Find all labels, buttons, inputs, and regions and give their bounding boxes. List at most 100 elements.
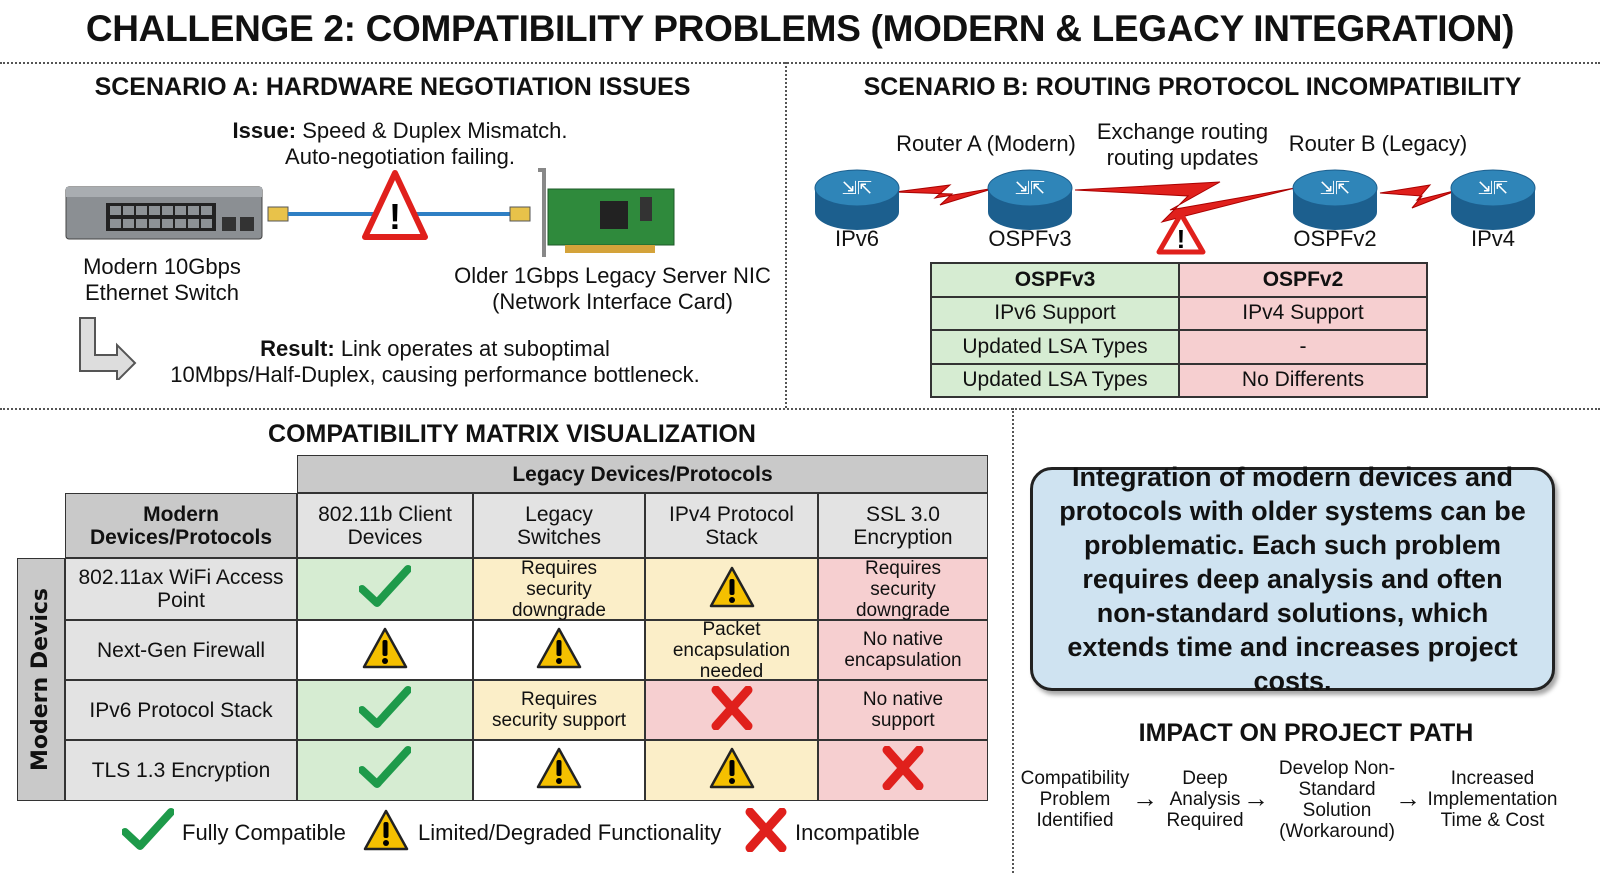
routing-diagram: ⇲⇱ ⇲⇱ ⇲⇱ ⇲⇱ ! <box>814 169 1536 255</box>
router-icon: ⇲⇱ <box>1450 169 1536 230</box>
router-label-ipv6: IPv6 <box>834 226 880 251</box>
issue-text: Issue: Speed & Duplex Mismatch. Auto-neg… <box>200 118 600 170</box>
warning-icon <box>362 808 410 858</box>
matrix-cell: No native encapsulation <box>818 620 988 680</box>
issue-label: Issue: <box>232 118 297 143</box>
router-label-ipv4: IPv4 <box>1470 226 1516 251</box>
warning-icon <box>361 626 409 675</box>
warning-icon: ! <box>362 170 428 240</box>
side-label-text: Modern Devics <box>28 587 54 772</box>
arrow-right-icon: → <box>1243 783 1269 813</box>
connector-icon <box>267 206 289 222</box>
x-icon <box>745 807 787 858</box>
svg-text:!: ! <box>1177 224 1186 254</box>
flow-step: Compatibility Problem Identified <box>1020 768 1130 831</box>
matrix-title: COMPATIBILITY MATRIX VISUALIZATION <box>268 420 756 448</box>
issue-value: Speed & Duplex Mismatch. <box>302 118 568 143</box>
svg-text:⇲⇱: ⇲⇱ <box>1478 178 1508 199</box>
router-icon: ⇲⇱ <box>814 169 900 230</box>
router-icon: ⇲⇱ <box>987 169 1073 230</box>
warning-icon <box>708 746 756 795</box>
matrix-cell <box>297 680 473 740</box>
page-title: CHALLENGE 2: COMPATIBILITY PROBLEMS (MOD… <box>85 8 1515 49</box>
router-a-label: Router A (Modern) <box>896 131 1076 156</box>
column-header: IPv4 Protocol Stack <box>645 493 818 558</box>
matrix-cell <box>645 740 818 801</box>
router-label-ospfv3: OSPFv3 <box>988 226 1072 251</box>
router-label-ospfv2: OSPFv2 <box>1293 226 1377 251</box>
row-label: IPv6 Protocol Stack <box>65 680 297 740</box>
flow-step: Increased Implementation Time & Cost <box>1427 768 1558 831</box>
x-icon <box>711 685 753 735</box>
matrix-cell: Requires security downgrade <box>818 558 988 621</box>
divider <box>785 62 787 408</box>
arrow-right-icon: → <box>1395 783 1421 813</box>
flow-step: Develop Non-Standard Solution (Workaroun… <box>1278 758 1396 842</box>
warning-icon <box>535 746 583 795</box>
nic-card-icon <box>538 168 675 257</box>
exchange-label-1: Exchange routing <box>1096 119 1269 144</box>
switch-label-2: Ethernet Switch <box>84 280 240 305</box>
matrix-cell <box>645 680 818 740</box>
result-label: Result: <box>260 336 335 361</box>
warning-icon <box>535 626 583 675</box>
matrix-cell: Requires security support <box>473 680 645 740</box>
svg-text:!: ! <box>389 196 401 237</box>
svg-text:⇲⇱: ⇲⇱ <box>842 178 872 199</box>
row-label: TLS 1.3 Encryption <box>65 740 297 801</box>
impact-title: IMPACT ON PROJECT PATH <box>1138 719 1474 747</box>
legend-limited: Limited/Degraded Functionality <box>362 808 721 858</box>
result-value: Link operates at suboptimal <box>340 336 610 361</box>
check-icon <box>358 564 412 614</box>
router-icon: ⇲⇱ <box>1292 169 1378 230</box>
column-header: Legacy Switches <box>473 493 645 558</box>
result-arrow-icon <box>79 317 137 380</box>
matrix-cell <box>297 620 473 680</box>
nic-label: Older 1Gbps Legacy Server NIC(Network In… <box>440 263 785 315</box>
scenario-a-title: SCENARIO A: HARDWARE NEGOTIATION ISSUES <box>94 73 691 101</box>
side-label: Modern Devics <box>17 558 65 801</box>
matrix-cell <box>297 558 473 620</box>
matrix-cell <box>473 620 645 680</box>
legend-compatible: Fully Compatible <box>121 808 346 858</box>
issue-value-2: Auto-negotiation failing. <box>285 144 515 169</box>
row-label: Next-Gen Firewall <box>65 620 297 680</box>
router-b-label: Router B (Legacy) <box>1288 131 1468 156</box>
check-icon <box>358 685 412 735</box>
connector-icon <box>509 206 531 222</box>
divider <box>0 408 1600 410</box>
matrix-cell: Requires security downgrade <box>473 558 645 621</box>
link-bolt <box>894 184 996 206</box>
svg-text:⇲⇱: ⇲⇱ <box>1320 178 1350 199</box>
warning-icon: ! <box>1156 211 1206 255</box>
matrix-cell <box>473 740 645 801</box>
warning-icon <box>708 565 756 614</box>
matrix-cell: No native support <box>818 680 988 740</box>
table-cell: - <box>1178 329 1428 365</box>
legend-label: Fully Compatible <box>182 820 346 845</box>
exchange-label-2: routing updates <box>1106 145 1259 170</box>
matrix-cell <box>818 740 988 801</box>
column-header: 802.11b Client Devices <box>297 493 473 558</box>
table-cell: Updated LSA Types <box>930 329 1180 365</box>
x-icon <box>882 745 924 795</box>
table-header: OSPFv2 <box>1178 262 1428 298</box>
table-header: OSPFv3 <box>930 262 1180 298</box>
check-icon <box>358 746 412 795</box>
matrix-cell <box>645 558 818 620</box>
divider <box>0 62 1600 64</box>
flow-step: Deep Analysis Required <box>1166 768 1244 831</box>
nic-label-1: Older 1Gbps Legacy Server NIC <box>454 263 771 288</box>
switch-icon <box>65 186 263 240</box>
table-cell: No Differents <box>1178 362 1428 398</box>
scenario-b-title: SCENARIO B: ROUTING PROTOCOL INCOMPATIBI… <box>863 73 1522 101</box>
legend-incompatible: Incompatible <box>745 807 920 858</box>
switch-label-1: Modern 10Gbps <box>83 254 241 279</box>
result-text: Result: Link operates at suboptimal 10Mb… <box>135 336 735 388</box>
result-value-2: 10Mbps/Half-Duplex, causing performance … <box>170 362 700 387</box>
nic-label-2: (Network Interface Card) <box>492 289 733 314</box>
